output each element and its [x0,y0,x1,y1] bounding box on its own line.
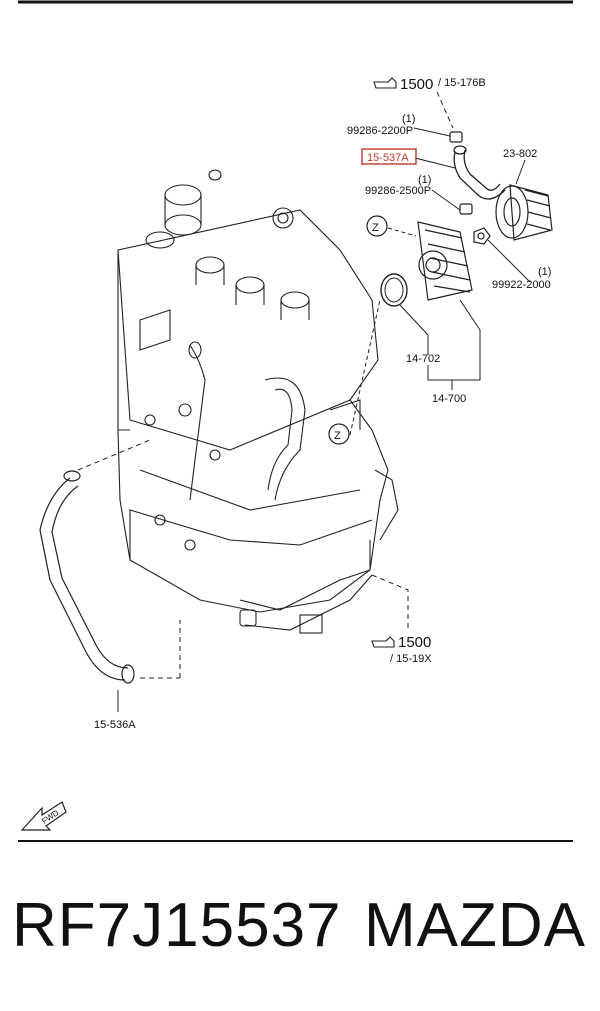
leader-gasket [399,304,429,355]
leader-cooler [427,299,481,381]
leader-filter [515,159,526,185]
reference-icon-top [373,77,397,89]
z-mark-top: Z [372,222,379,234]
nut-label: 99922-2000 [492,279,551,291]
nut [473,227,491,245]
gasket-inner [384,277,404,303]
leader-nut [487,239,531,283]
leader-bottom-ref [371,574,409,628]
top-ref-sub: / 15-176B [438,77,486,89]
filter-label: 23-802 [503,148,537,160]
engine-block [117,169,399,634]
leader-hose [414,157,456,169]
leader-z-top [387,227,417,237]
leader-clamp-a [413,127,451,137]
z-mark-mid: Z [334,430,341,442]
part-number: RF7J15537 [12,891,342,960]
clamp-b-label: 99286-2500P [365,185,431,197]
hose-highlight-box [361,148,417,165]
qty-1c: (1) [538,266,551,278]
z-mark-top-circle [366,215,388,237]
fwd-arrow-icon: FWD [20,801,67,831]
hose-15-537a [453,145,506,200]
lower-hose-label: 15-536A [94,719,136,731]
bottom-ref-num: 1500 [398,634,431,651]
bottom-ref-sub: / 15-19X [390,653,432,665]
parts-diagram: Z Z 1500 / 15-176B (1) 99286-2200P 15-53… [18,0,573,842]
leader-top-ref [436,91,454,129]
clamp-upper [449,131,463,143]
lower-hose [39,470,135,684]
qty-1a: (1) [402,113,415,125]
gasket [380,273,408,307]
clamp-a-label: 99286-2200P [347,125,413,137]
lower-hose-leader-1 [77,439,151,471]
qty-1b: (1) [418,174,431,186]
cooler-label: 14-700 [432,393,466,405]
top-ref-num: 1500 [400,76,433,93]
oil-filter [495,184,553,241]
hose-highlight-label: 15-537A [367,152,409,164]
clamp-lower [459,203,473,215]
oil-cooler [417,221,473,301]
z-mark-mid-circle [328,423,350,445]
brand-name: MAZDA [364,891,586,960]
leader-z-mid [349,299,381,436]
gasket-label: 14-702 [406,353,440,365]
leader-clamp-b [431,189,461,211]
reference-icon-bottom [371,636,395,648]
